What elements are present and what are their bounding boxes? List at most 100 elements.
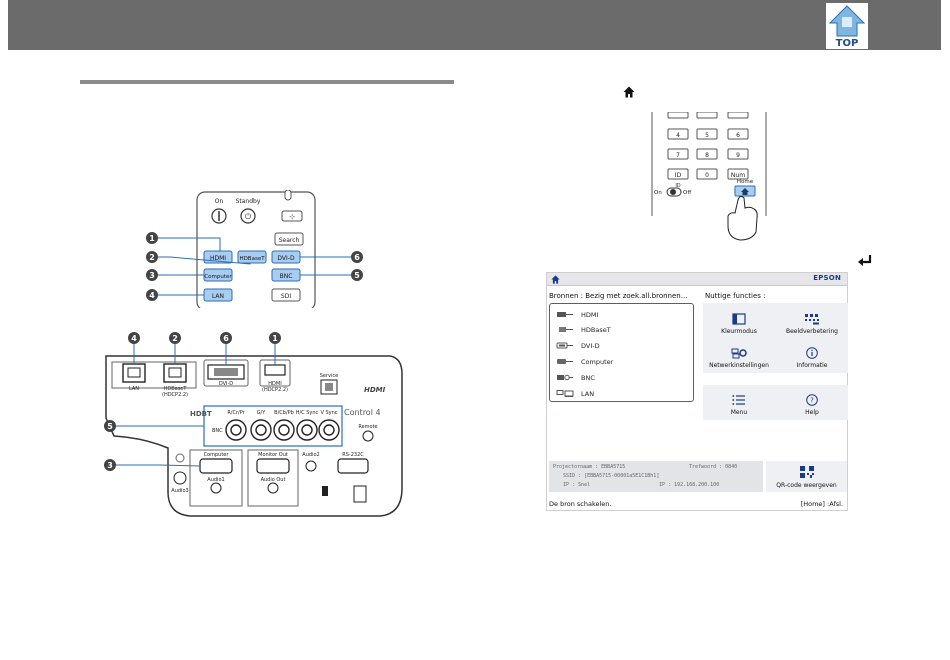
information-button[interactable]: Informatie <box>776 339 848 372</box>
svg-text:BNC: BNC <box>280 273 293 280</box>
svg-text:DVI-D: DVI-D <box>219 381 233 387</box>
svg-text:6: 6 <box>736 132 740 139</box>
svg-text:SDI: SDI <box>281 293 291 300</box>
svg-text:Computer: Computer <box>204 274 232 280</box>
menu-button[interactable]: Menu <box>703 386 775 419</box>
svg-text:3: 3 <box>107 461 113 470</box>
hdbaset-button[interactable]: HDBaseT <box>237 250 267 264</box>
functions-panel: Kleurmodus Beeldverbetering Netwerkinste… <box>703 303 848 373</box>
lan-icon <box>556 390 574 397</box>
enter-icon <box>858 255 872 266</box>
help-icon: ? <box>806 394 818 406</box>
svg-text:HDMI: HDMI <box>364 386 386 394</box>
qr-code-button[interactable]: QR-code weergeven <box>766 461 847 492</box>
epson-logo: EPSON <box>813 274 841 282</box>
svg-text:R/Cr/Pr: R/Cr/Pr <box>227 410 245 416</box>
callout-1: 1 <box>146 232 158 244</box>
bnc-button[interactable]: BNC <box>271 268 301 282</box>
svg-text:6: 6 <box>223 334 229 343</box>
svg-text:HDBaseT: HDBaseT <box>164 386 188 392</box>
network-settings-button[interactable]: Netwerkinstellingen <box>703 339 775 372</box>
lan-button[interactable]: LAN <box>203 288 233 302</box>
color-mode-icon <box>732 313 746 325</box>
menu-help-panel: Menu ? Help <box>703 385 848 420</box>
callout-4: 4 <box>128 332 140 344</box>
callout-3: 3 <box>104 459 116 471</box>
hdmi-icon <box>557 312 573 317</box>
svg-text:?: ? <box>810 397 814 405</box>
hdbaset-icon <box>559 327 573 332</box>
footer-exit-hint: [Home] :Afsl. <box>800 500 843 508</box>
svg-text:5: 5 <box>705 132 709 139</box>
callout-4: 4 <box>146 289 158 301</box>
svg-text:LAN: LAN <box>212 293 224 300</box>
color-mode-button[interactable]: Kleurmodus <box>703 305 775 338</box>
help-button[interactable]: ? Help <box>776 386 848 419</box>
image-enhance-icon <box>805 314 819 325</box>
svg-text:(HDCP2.2): (HDCP2.2) <box>262 387 288 393</box>
projector-name: Projectornaam : EBBA5715 <box>553 464 626 470</box>
svg-text:1: 1 <box>272 334 278 343</box>
svg-text:HDBT: HDBT <box>190 410 212 418</box>
qr-code-icon <box>799 466 814 478</box>
remote-home-button-illustration: 4 5 6 7 8 9 ID 0 Num ID Home On Off <box>651 112 767 241</box>
menu-icon <box>732 395 745 405</box>
svg-text:(HDCP2.2): (HDCP2.2) <box>162 392 188 398</box>
dvi-icon <box>556 342 573 349</box>
network-settings-icon <box>731 348 747 359</box>
svg-text:Audio2: Audio2 <box>302 452 319 458</box>
top-home-icon[interactable]: TOP <box>826 3 868 49</box>
callout-1: 1 <box>269 332 281 344</box>
source-item-hdmi[interactable]: HDMI <box>556 308 691 321</box>
computer-button[interactable]: Computer <box>203 268 233 282</box>
epson-home-screen: EPSON Bronnen : Bezig met zoek.all.bronn… <box>546 272 848 511</box>
source-item-bnc[interactable]: BNC <box>556 371 691 384</box>
hdmi-button[interactable]: HDMI <box>203 250 233 264</box>
bnc-icon <box>557 374 573 381</box>
svg-text:5: 5 <box>107 422 113 431</box>
svg-text:Off: Off <box>683 190 691 196</box>
keyword: Trefwoord : 0840 <box>689 464 738 470</box>
svg-text:Computer: Computer <box>204 452 230 458</box>
svg-text:2: 2 <box>172 334 178 343</box>
footer-hint: De bron schakelen. <box>549 500 612 508</box>
network-info-bar: Projectornaam : EBBA5715 Trefwoord : 084… <box>549 461 763 492</box>
finger-pointer <box>727 195 758 241</box>
svg-text:⏻: ⏻ <box>245 212 252 221</box>
source-item-dvi-d[interactable]: DVI-D <box>556 339 691 352</box>
svg-text:LAN: LAN <box>129 386 139 392</box>
svg-text:H/C Sync: H/C Sync <box>296 410 319 416</box>
svg-text:8: 8 <box>705 152 709 159</box>
svg-text:7: 7 <box>676 152 680 159</box>
svg-text:5: 5 <box>354 271 360 280</box>
source-item-hdbaset[interactable]: HDBaseT <box>556 323 691 336</box>
svg-text:DVI-D: DVI-D <box>277 255 295 262</box>
svg-text:Monitor Out: Monitor Out <box>258 452 288 458</box>
sources-heading: Bronnen : Bezig met zoek.all.bronnen... <box>549 292 688 300</box>
svg-text:V Sync: V Sync <box>320 410 337 416</box>
svg-text:Num: Num <box>731 172 745 179</box>
callout-2: 2 <box>169 332 181 344</box>
svg-text:4: 4 <box>131 334 137 343</box>
svg-text:B/Cb/Pb: B/Cb/Pb <box>274 410 294 416</box>
svg-text:ID: ID <box>675 172 682 179</box>
svg-text:9: 9 <box>736 152 740 159</box>
source-item-computer[interactable]: Computer <box>556 355 691 368</box>
svg-text:Remote: Remote <box>358 424 377 430</box>
callout-2: 2 <box>146 251 158 263</box>
callout-3: 3 <box>146 269 158 281</box>
source-item-lan[interactable]: LAN <box>556 387 691 400</box>
home-key[interactable] <box>734 185 756 197</box>
functions-heading: Nuttige functies : <box>705 292 766 300</box>
image-enhance-button[interactable]: Beeldverbetering <box>776 305 848 338</box>
remote-source-buttons-illustration: On Standby ⏻ ⊹ Search HDMI HDBaseT DVI-D… <box>146 190 363 308</box>
svg-text:Search: Search <box>279 237 300 244</box>
source-list: HDMI HDBaseT DVI-D Computer BNC LAN <box>549 303 694 402</box>
svg-text:Audio1: Audio1 <box>207 477 224 483</box>
callout-5: 5 <box>104 420 116 432</box>
svg-text:1: 1 <box>149 234 155 243</box>
svg-text:HDMI: HDMI <box>210 255 226 262</box>
svg-text:Standby: Standby <box>236 198 261 205</box>
dvi-d-button[interactable]: DVI-D <box>271 250 301 264</box>
svg-text:TOP: TOP <box>836 38 859 49</box>
